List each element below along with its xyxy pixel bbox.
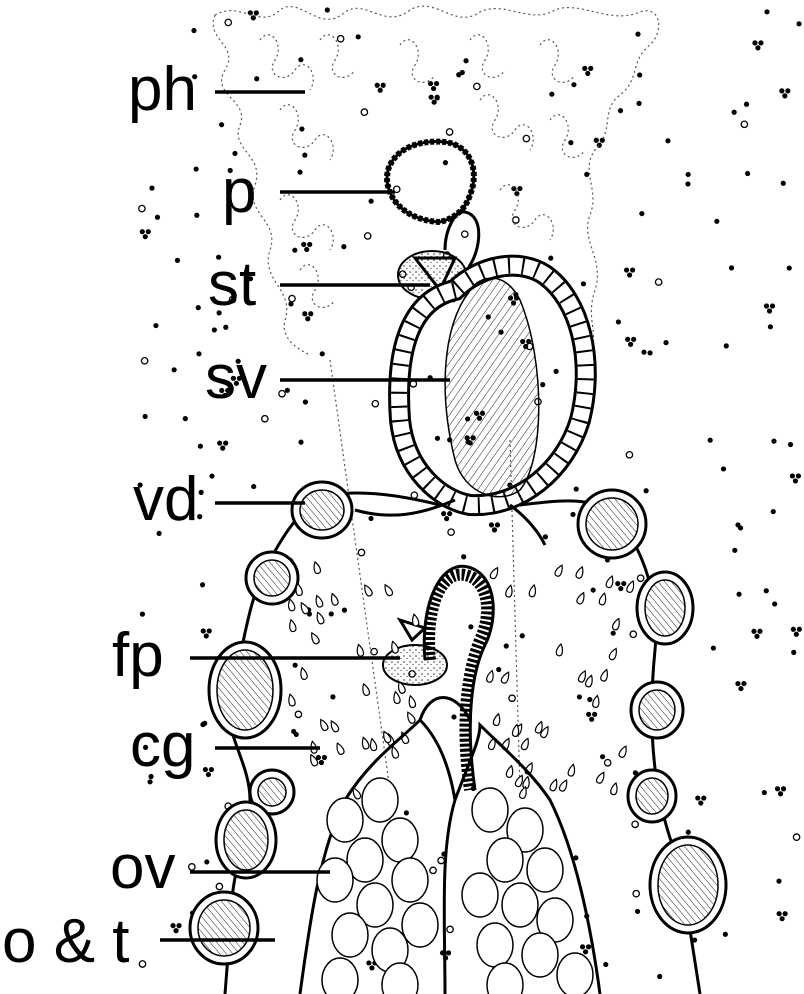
label-cg: cg [130, 711, 195, 780]
label-ot: o & t [2, 907, 130, 976]
label-fp: fp [112, 621, 164, 690]
label-vd: vd [133, 465, 198, 534]
ova-cells [317, 778, 593, 994]
label-sv: sv [205, 343, 267, 412]
penis-papilla [387, 142, 474, 222]
female-pore [383, 566, 493, 790]
label-st: st [208, 250, 256, 319]
cement-gland-droplets [287, 561, 636, 800]
seminal-vesicle [399, 266, 586, 505]
label-ov: ov [110, 833, 175, 902]
spermatophore-vesicles [190, 482, 726, 964]
label-ph: ph [128, 55, 197, 124]
label-p: p [222, 157, 256, 226]
